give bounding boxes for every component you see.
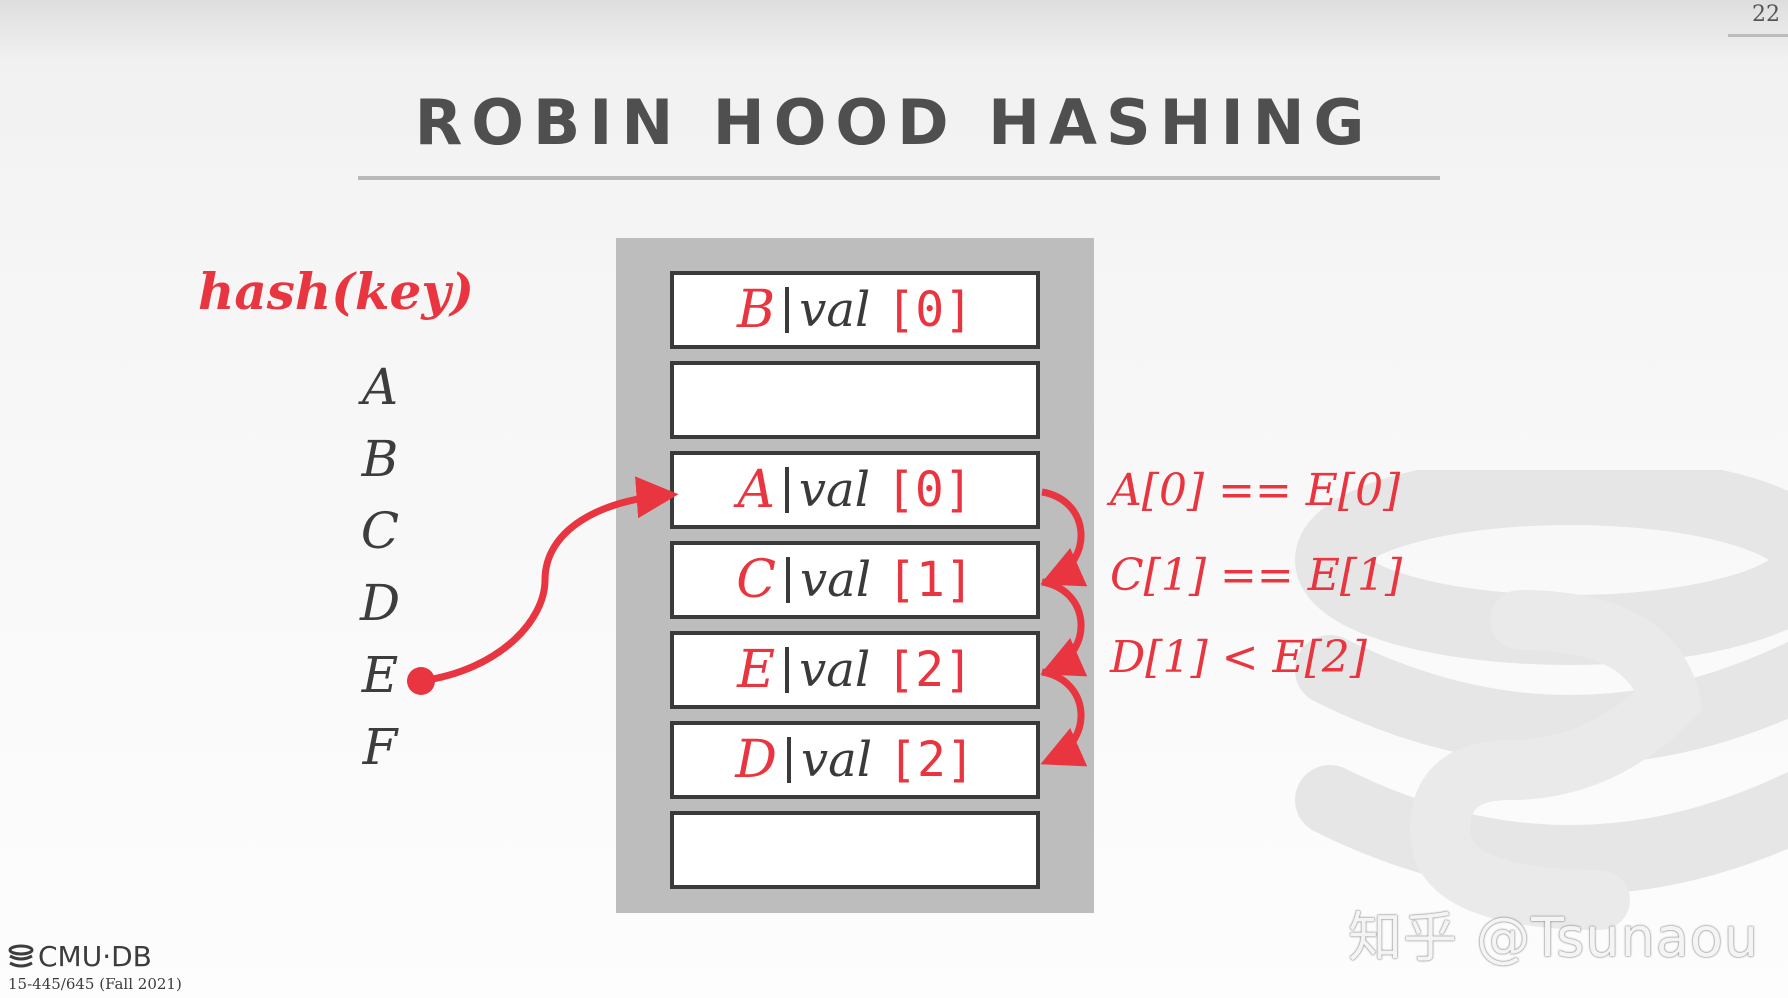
watermark: 知乎 @Tsunaou [1348, 906, 1760, 969]
comparison-c-e: C[1] == E[1] [1110, 550, 1403, 601]
course-label: 15-445/645 (Fall 2021) [8, 975, 182, 993]
slot-separator [786, 557, 790, 603]
slot-key: A [737, 460, 775, 520]
slot-separator [785, 287, 790, 333]
title-rule [358, 176, 1440, 180]
slot-separator [784, 467, 789, 513]
slot-value: val [798, 462, 870, 518]
key-b: B [361, 430, 399, 488]
cmu-db-logo: CMU·DB [8, 940, 152, 973]
slide-number: 22 [1752, 2, 1780, 27]
database-logo-icon [1295, 470, 1788, 930]
slot-separator [785, 647, 790, 693]
slot-distance: [0] [885, 462, 973, 518]
database-icon [8, 944, 34, 967]
key-d: D [359, 574, 401, 632]
key-f: F [362, 718, 398, 776]
slot-key: E [737, 640, 776, 700]
slot-value: val [799, 642, 871, 698]
slot-key: D [735, 730, 777, 790]
comparison-a-e: A[0] == E[0] [1110, 465, 1401, 516]
hash-slot-6 [670, 811, 1040, 889]
slide-number-rule [1728, 34, 1788, 37]
slot-distance: [1] [887, 552, 974, 608]
hash-slot-1 [670, 361, 1040, 439]
slot-separator [786, 737, 791, 783]
key-e: E [361, 646, 399, 704]
slot-key: C [736, 550, 776, 610]
comparison-d-e: D[1] < E[2] [1110, 632, 1367, 683]
slide-title: ROBIN HOOD HASHING [414, 86, 1374, 159]
slot-value: val [800, 732, 873, 788]
insert-origin-dot [407, 667, 435, 695]
slot-distance: [0] [886, 282, 973, 338]
slot-value: val [799, 282, 871, 338]
slot-key: B [736, 280, 776, 340]
slot-distance: [2] [888, 732, 975, 788]
key-a: A [361, 358, 399, 416]
slot-value: val [800, 552, 872, 608]
slot-distance: [2] [886, 642, 973, 698]
hash-function-label: hash(key) [198, 262, 475, 321]
key-c: C [360, 502, 400, 560]
cmu-db-logo-text: CMU·DB [38, 940, 152, 973]
